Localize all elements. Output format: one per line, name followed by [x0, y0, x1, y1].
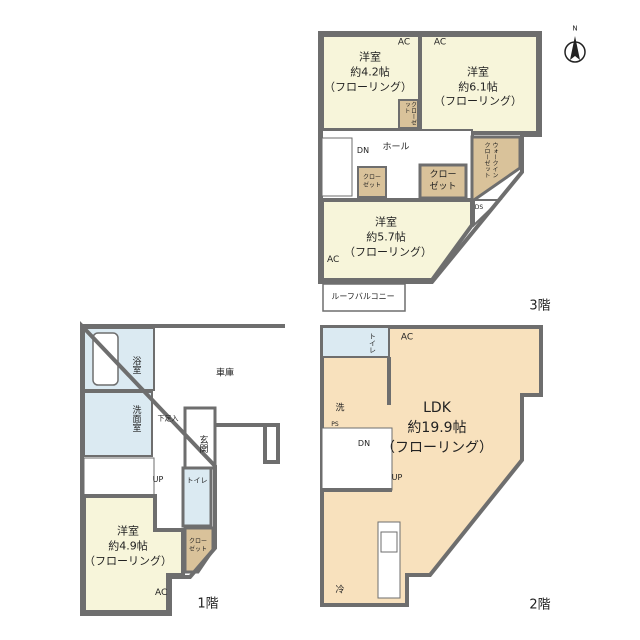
- north-compass-icon: [564, 36, 586, 63]
- floor3-label: 3階: [529, 298, 551, 314]
- dn-label: DN: [357, 439, 371, 448]
- hall-label: ホール: [382, 142, 410, 153]
- ds-label: DS: [474, 204, 484, 211]
- stairs-1f: [83, 457, 155, 497]
- floor2-plan: [320, 325, 543, 607]
- toilet-2f-label: トイレ: [368, 332, 377, 354]
- ac-label: AC: [155, 588, 168, 598]
- closet-1f-label: クローゼット: [188, 538, 207, 553]
- stairs-2f: [321, 427, 393, 491]
- toilet-2f: [321, 326, 390, 358]
- walk-in-closet-label: ウォークインクローゼット: [483, 142, 498, 178]
- room-4-9-size: 約4.9帖: [108, 539, 148, 553]
- room-5-7-size: 約5.7帖: [366, 230, 406, 244]
- room-4-9-type: 洋室: [117, 524, 139, 538]
- toilet-1f: [181, 466, 213, 528]
- closet-3f: [418, 163, 468, 200]
- closet-small-b-label: クローゼット: [362, 174, 381, 189]
- dn-label: DN: [356, 146, 370, 155]
- toilet-1f-label: トイレ: [186, 476, 208, 485]
- closet-small-a: [398, 99, 419, 129]
- ldk-floor: （フローリング）: [381, 440, 493, 456]
- room-5-7-floor: （フローリング）: [344, 245, 432, 259]
- entrance-label: 玄関: [197, 435, 208, 453]
- compass-label: N: [572, 24, 578, 33]
- washroom: [83, 391, 153, 457]
- closet-small-a-label: クローゼット: [403, 101, 417, 126]
- ldk-area: [320, 325, 543, 607]
- room-4-2-size: 約4.2帖: [350, 65, 390, 79]
- room-6-1-size: 約6.1帖: [458, 80, 498, 94]
- room-4-2-type: 洋室: [359, 50, 381, 64]
- bath-label: 浴室: [130, 356, 141, 374]
- room-4-9-floor: （フローリング）: [84, 554, 172, 568]
- walk-in-closet: [470, 135, 522, 202]
- ldk-type: LDK: [423, 400, 451, 416]
- room-5-7-type: 洋室: [375, 215, 397, 229]
- fridge-label: 冷: [335, 585, 345, 596]
- ac-label: AC: [433, 37, 447, 48]
- room-6-1-floor: （フローリング）: [434, 94, 522, 108]
- balcony-label: ルーフバルコニー: [331, 292, 395, 301]
- ac-label: AC: [397, 37, 411, 48]
- room-6-1-type: 洋室: [467, 65, 489, 79]
- floor1-plan: [80, 320, 285, 616]
- ldk-size: 約19.9帖: [407, 420, 467, 436]
- ac-label: AC: [400, 332, 414, 343]
- washer-label: 洗: [335, 403, 345, 414]
- outline-3f: [318, 31, 542, 284]
- ps-label: PS: [331, 421, 339, 428]
- floor1-label: 1階: [197, 596, 219, 612]
- floor2-label: 2階: [529, 597, 551, 613]
- up-label: UP: [152, 475, 164, 484]
- gate-post: [263, 423, 280, 464]
- room-4-2-floor: （フローリング）: [324, 80, 412, 94]
- garage-label: 車庫: [215, 368, 235, 379]
- closet-small-b: [357, 166, 387, 198]
- closet-label: クローゼット: [429, 170, 457, 192]
- stairs-3f: [321, 137, 353, 197]
- floor3-plan: [318, 31, 542, 312]
- shoe-storage-label: 下足入: [157, 414, 179, 423]
- balcony: [322, 283, 406, 312]
- outline-1f: [80, 320, 217, 616]
- up-label: UP: [391, 473, 403, 482]
- sink: [380, 531, 398, 553]
- ac-label: AC: [327, 255, 340, 265]
- washroom-label: 洗面室: [130, 405, 141, 432]
